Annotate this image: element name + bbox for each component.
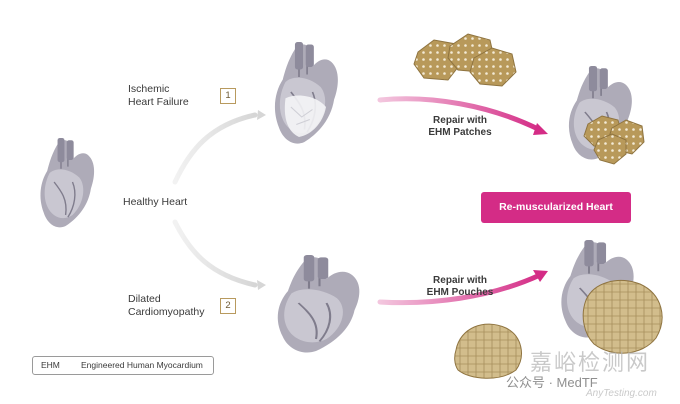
arrow-head-patches xyxy=(533,123,548,135)
applied-patches-illustration xyxy=(583,115,645,165)
applied-pouch-illustration xyxy=(582,280,663,354)
arrow-to-ischemic xyxy=(172,112,258,185)
arrow-pouches xyxy=(377,272,543,306)
step-number-1: 1 xyxy=(220,88,236,104)
watermark-account: 公众号 · MedTF xyxy=(506,375,598,390)
repair-ehm-pouches-label: Repair with EHM Pouches xyxy=(426,275,494,298)
repair-ehm-patches-label: Repair with EHM Patches xyxy=(428,115,492,138)
arrow-patches xyxy=(377,96,543,133)
arrow-head-pouches xyxy=(533,270,548,282)
ischemic-heart-failure-label: Ischemic Heart Failure xyxy=(128,83,189,108)
ehm-pouch-illustration xyxy=(454,323,522,379)
legend-definition: Engineered Human Myocardium xyxy=(81,360,203,370)
arrow-to-dilated xyxy=(172,219,258,288)
step-number-2: 2 xyxy=(220,298,236,314)
healthy-heart-label: Healthy Heart xyxy=(123,196,188,208)
legend-abbreviation: EHM xyxy=(41,360,60,370)
watermark-site: AnyTesting.com xyxy=(586,388,657,399)
arrow-head-ischemic xyxy=(257,110,266,120)
watermark-title: 嘉峪检测网 xyxy=(530,350,651,375)
remuscularized-heart-badge: Re-muscularized Heart xyxy=(481,192,631,223)
healthy-heart-illustration xyxy=(39,137,95,229)
dilated-heart-illustration xyxy=(276,253,361,354)
ehm-patches-illustration xyxy=(413,33,517,87)
arrow-head-dilated xyxy=(257,280,266,290)
legend-box: EHM Engineered Human Myocardium xyxy=(32,356,214,375)
ischemic-heart-illustration xyxy=(274,41,339,145)
dilated-cardiomyopathy-label: Dilated Cardiomyopathy xyxy=(128,293,205,318)
